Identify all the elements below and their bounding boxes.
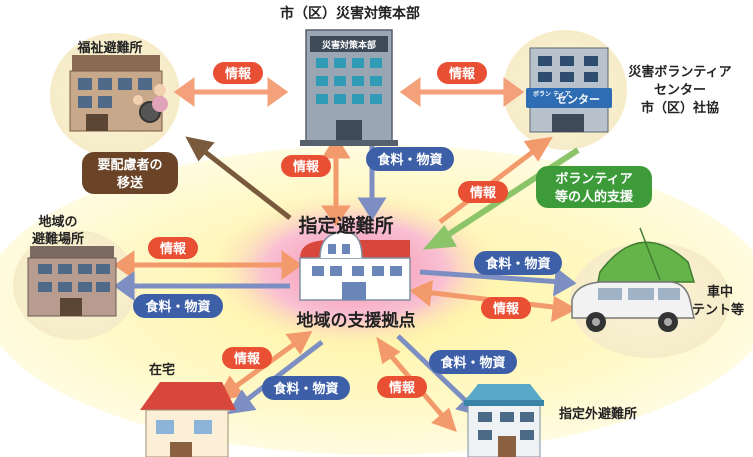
home-building xyxy=(140,382,236,457)
badge-supplies-label: 食料・物資 xyxy=(145,299,210,315)
badge-supplies-center-local: 食料・物資 xyxy=(133,294,223,318)
badge-info-center-home: 情報 xyxy=(222,347,272,369)
local-building xyxy=(27,246,117,317)
volunteer-sign-big: センター xyxy=(556,93,600,106)
transport-line-2: 移送 xyxy=(117,175,144,191)
volunteer-label-line-3: 市（区）社協 xyxy=(641,100,719,116)
badge-info-label: 情報 xyxy=(160,241,187,257)
badge-info-label: 情報 xyxy=(234,351,261,367)
center-building xyxy=(299,231,411,301)
other-building xyxy=(464,384,544,457)
transport-line-1: 要配慮者の xyxy=(97,157,162,173)
badge-info-label: 情報 xyxy=(493,301,520,317)
badge-transport: 要配慮者の 移送 xyxy=(82,152,178,194)
badge-info-center-local: 情報 xyxy=(148,237,198,259)
badge-supplies-label: 食料・物資 xyxy=(485,256,550,272)
arrow-volunteer-center-support xyxy=(422,147,580,250)
badge-info-volunteer-center: 情報 xyxy=(458,181,508,203)
local-label-line-1: 地域の xyxy=(38,214,77,230)
badge-info-hq-volunteer: 情報 xyxy=(437,62,487,84)
badge-info-label: 情報 xyxy=(225,66,252,82)
volunteer-sign-small: ボラン ティア xyxy=(533,90,571,98)
badge-supplies-label: 食料・物資 xyxy=(440,355,505,371)
local-label-line-2: 避難場所 xyxy=(32,231,84,247)
badge-info-label: 情報 xyxy=(389,380,416,396)
badge-info-label: 情報 xyxy=(449,66,476,82)
badge-info-welfare-hq: 情報 xyxy=(213,62,263,84)
badge-supplies-label: 食料・物資 xyxy=(377,152,442,168)
welfare-building xyxy=(69,55,168,132)
hq-label: 市（区）災害対策本部 xyxy=(280,5,420,22)
badge-supplies-center-other: 食料・物資 xyxy=(429,350,517,374)
hq-building xyxy=(300,29,398,146)
arrow-center-home-supplies xyxy=(227,340,324,415)
center-subtitle: 地域の支援拠点 xyxy=(297,310,416,331)
home-label: 在宅 xyxy=(149,362,175,378)
badge-info-label: 情報 xyxy=(470,185,497,201)
car-label-line-2: テント等 xyxy=(692,302,744,318)
badge-info-center-car: 情報 xyxy=(481,297,531,319)
arrow-hq-volunteer xyxy=(399,77,525,107)
arrow-center-car-info xyxy=(409,279,578,323)
tent xyxy=(597,227,696,283)
car xyxy=(571,281,695,332)
volunteer-label-line-2: センター xyxy=(654,83,706,98)
arrow-center-local-info xyxy=(113,250,303,280)
volunteer-support-line-1: ボランティア xyxy=(555,171,632,187)
volunteer-label-line-1: 災害ボランティア xyxy=(628,64,731,80)
badge-info-center-other: 情報 xyxy=(377,376,427,398)
volunteer-support-line-2: 等の人的支援 xyxy=(554,189,634,205)
car-label-line-1: 車中 xyxy=(707,284,733,300)
arrow-center-to-welfare xyxy=(185,136,292,220)
arrow-center-local-supplies xyxy=(113,271,290,301)
badge-volunteer-support: ボランティア 等の人的支援 xyxy=(536,166,652,208)
other-label: 指定外避難所 xyxy=(559,406,637,422)
badge-supplies-center-home: 食料・物資 xyxy=(262,376,350,400)
hq-sign: 災害対策本部 xyxy=(321,39,376,51)
badge-supplies-label: 食料・物資 xyxy=(273,381,338,397)
arrow-center-to-hq xyxy=(321,135,351,227)
arrow-welfare-hq xyxy=(173,77,289,107)
badge-info-center-hq: 情報 xyxy=(281,155,331,177)
badge-supplies-center-car: 食料・物資 xyxy=(474,251,562,275)
welfare-label: 福祉避難所 xyxy=(76,40,142,56)
badge-supplies-hq-center: 食料・物資 xyxy=(366,147,454,171)
center-title: 指定避難所 xyxy=(298,214,393,237)
volunteer-building: ボラン ティア センター xyxy=(526,47,612,133)
badge-info-label: 情報 xyxy=(293,159,320,175)
arrow-center-car-supplies xyxy=(419,267,577,297)
